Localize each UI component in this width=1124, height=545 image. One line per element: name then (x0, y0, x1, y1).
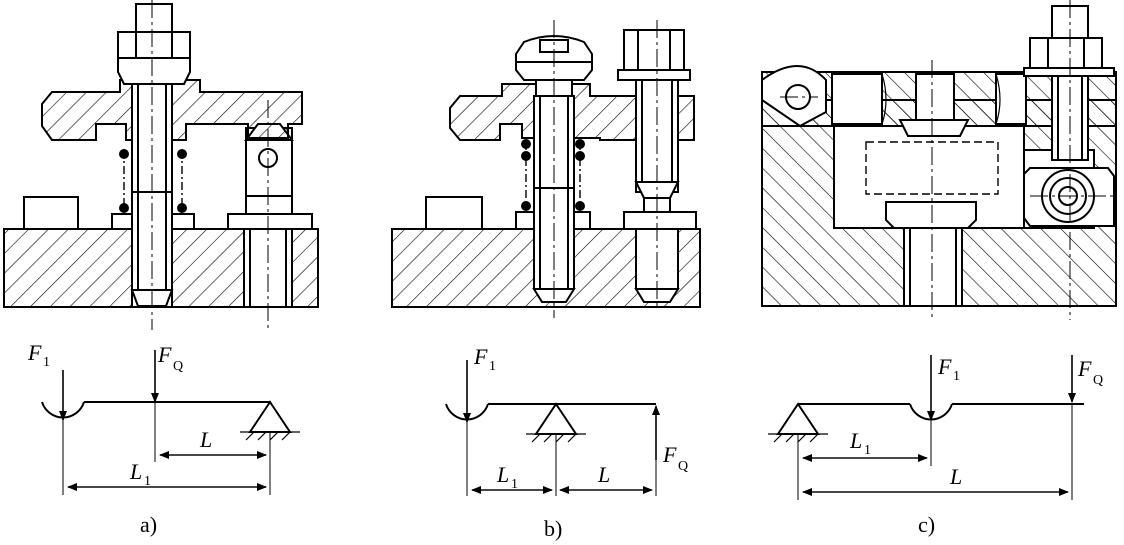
workpiece-b (425, 196, 483, 230)
label-fq-b-sub: Q (678, 459, 688, 474)
label-f1-c-sub: 1 (953, 369, 960, 384)
label-l1-a-sub: 1 (144, 474, 151, 489)
caption-c: c) (918, 512, 935, 537)
label-fq-c: F (1077, 356, 1092, 381)
label-fq-c-sub: Q (1093, 373, 1103, 388)
label-l1-a: L (129, 459, 142, 484)
caption-a: a) (140, 512, 157, 537)
schematic-b (445, 360, 660, 496)
figure-a (3, 0, 319, 330)
label-f1-c: F (937, 354, 952, 379)
figure-b (391, 20, 701, 318)
fulcrum-b (534, 402, 578, 435)
label-f1-a-sub: 1 (43, 355, 50, 370)
caption-b: b) (544, 516, 562, 541)
schematic-c (768, 355, 1084, 500)
support-pin-a (245, 127, 293, 215)
swing-bolt-c (1029, 37, 1103, 69)
label-fq-b: F (662, 442, 677, 467)
label-l-c: L (949, 464, 962, 489)
workpiece-a (23, 196, 79, 230)
label-l-b: L (597, 462, 610, 487)
label-f1-a: F (27, 340, 42, 365)
label-f1-b: F (473, 344, 488, 369)
nut-a (117, 31, 191, 59)
label-l1-c-sub: 1 (864, 443, 871, 458)
label-fq-a: F (157, 342, 172, 367)
label-fq-a-sub: Q (173, 359, 183, 374)
label-l1-b-sub: 1 (511, 477, 518, 492)
fulcrum-a (248, 400, 292, 433)
label-l-a: L (199, 427, 212, 452)
schematic-a (41, 350, 300, 495)
stud-a (135, 3, 173, 33)
fulcrum-c (776, 402, 820, 435)
label-f1-b-sub: 1 (489, 359, 496, 374)
label-l1-c: L (849, 428, 862, 453)
support-bolt-b (623, 29, 685, 71)
hinge-c (761, 65, 827, 128)
label-l1-b: L (496, 462, 509, 487)
figure-c (761, 0, 1117, 320)
